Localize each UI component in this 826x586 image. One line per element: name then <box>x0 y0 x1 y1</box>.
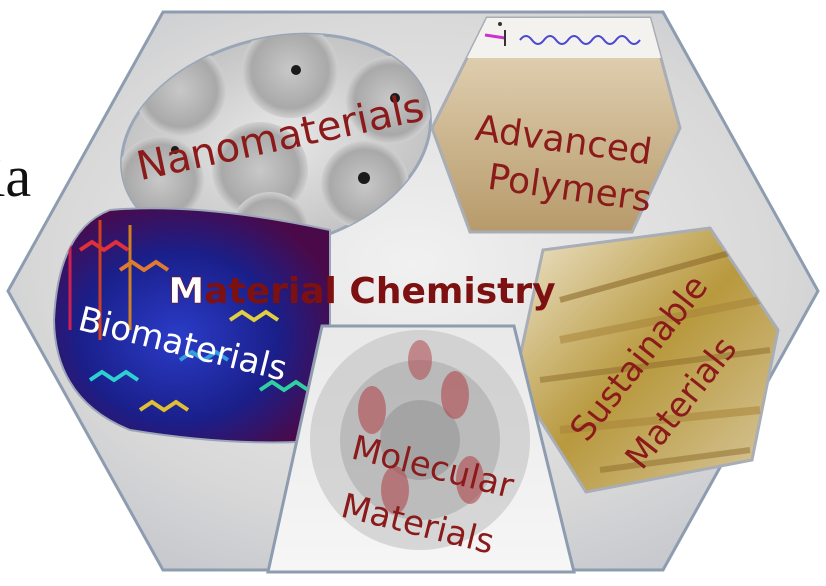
sustainable-materials-section: Sustainable Materials <box>513 226 780 494</box>
biomaterials-texture <box>68 220 310 413</box>
clipped-title-text: ria <box>0 144 31 209</box>
nanomaterials-section: Nanomaterials <box>116 22 434 272</box>
advanced-polymers-section: Advanced Polymers <box>430 16 682 234</box>
wood-texture <box>539 247 771 473</box>
center-title-rest: aterial Chemistry <box>204 271 555 312</box>
molecular-materials-section: Molecular Materials <box>266 324 576 574</box>
molecular-structure-texture <box>310 330 530 550</box>
biomaterials-section: Biomaterials <box>52 207 331 444</box>
center-title-first-letter: M <box>168 271 204 312</box>
nanoparticle-texture <box>116 22 434 272</box>
center-title: Material Chemistry <box>168 271 555 312</box>
